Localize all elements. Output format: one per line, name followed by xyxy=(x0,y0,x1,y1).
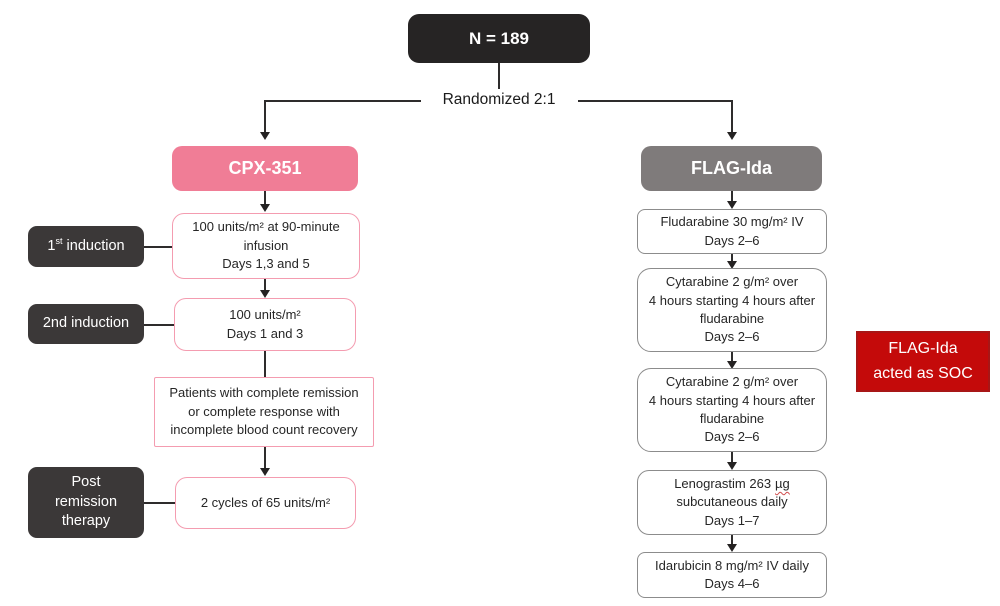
arrowhead-into-flag-box4 xyxy=(727,462,737,470)
fludarabine-line1: Fludarabine 30 mg/m² IV xyxy=(660,214,804,230)
cpx-post-remission-box: 2 cycles of 65 units/m² xyxy=(175,477,356,529)
cytarabine2-line1: Cytarabine 2 g/m² over xyxy=(665,374,799,390)
cpx-first-induction-box: 100 units/m² at 90-minute infusion Days … xyxy=(172,213,360,279)
cpx-box1-line1: 100 units/m² at 90-minute xyxy=(192,219,340,235)
soc-callout-line2: acted as SOC xyxy=(873,364,973,382)
cpx-box3-line3: incomplete blood count recovery xyxy=(170,422,358,438)
connector-first-induction-label xyxy=(144,246,172,248)
arrowhead-into-cpx-box2 xyxy=(260,290,270,298)
branch-drop-right xyxy=(731,100,733,133)
lenograstim-line2: subcutaneous daily xyxy=(676,494,788,510)
lenograstim-unit: µg xyxy=(775,475,790,491)
arrowhead-into-cpx-box1 xyxy=(260,204,270,212)
idarubicin-line2: Days 4–6 xyxy=(704,576,760,591)
connector-n-to-randomized xyxy=(498,63,500,89)
post-remission-line3: therapy xyxy=(61,513,111,530)
arrowhead-into-flag-box2 xyxy=(727,261,737,269)
idarubicin-line1: Idarubicin 8 mg/m² IV daily xyxy=(655,557,809,573)
cpx-box1-line3: Days 1,3 and 5 xyxy=(222,256,310,272)
idarubicin-box: Idarubicin 8 mg/m² IV daily Days 4–6 xyxy=(637,552,827,598)
cytarabine2-line4: Days 2–6 xyxy=(704,429,760,445)
cytarabine1-line4: Days 2–6 xyxy=(704,329,760,345)
cpx-box1-line2: infusion xyxy=(243,237,289,253)
first-induction-label-box: 1st induction xyxy=(28,226,144,267)
connector-cpx-box1-to-box2 xyxy=(264,279,266,291)
cpx-box2-line1: 100 units/m² xyxy=(229,307,301,323)
randomization-label: Randomized 2:1 xyxy=(442,91,556,108)
arrowhead-into-cpx-box4 xyxy=(260,468,270,476)
fludarabine-box: Fludarabine 30 mg/m² IV Days 2–6 xyxy=(637,209,827,254)
arrowhead-into-flag-box1 xyxy=(727,201,737,209)
cpx-box2-line2: Days 1 and 3 xyxy=(226,325,304,341)
fludarabine-line2: Days 2–6 xyxy=(704,232,760,248)
total-enrolled-label: N = 189 xyxy=(468,28,529,48)
cpx-remission-criteria-box: Patients with complete remission or comp… xyxy=(154,377,374,447)
post-remission-line2: remission xyxy=(54,493,118,510)
connector-flag-box4-to-box5 xyxy=(731,535,733,545)
branch-line-left xyxy=(265,100,421,102)
first-induction-ordinal-suffix: st xyxy=(55,235,63,246)
cpx-box4-line1: 2 cycles of 65 units/m² xyxy=(200,494,331,510)
flag-header-label: FLAG-Ida xyxy=(691,158,772,178)
connector-second-induction-label xyxy=(144,324,174,326)
connector-cpx-box2-to-box3 xyxy=(264,351,266,378)
connector-post-remission-label xyxy=(144,502,175,504)
cytarabine2-line2: 4 hours starting 4 hours after xyxy=(648,392,816,408)
arrowhead-into-flag-header xyxy=(727,132,737,140)
connector-flag-box2-to-box3 xyxy=(731,352,733,362)
cytarabine1-line3: fludarabine xyxy=(699,311,765,326)
connector-flag-box3-to-box4 xyxy=(731,452,733,463)
flag-header-box: FLAG-Ida xyxy=(641,146,822,191)
post-remission-line1: Post xyxy=(71,474,101,491)
arrowhead-into-flag-box3 xyxy=(727,361,737,369)
cpx-header-box: CPX-351 xyxy=(172,146,358,191)
cytarabine1-line2: 4 hours starting 4 hours after xyxy=(648,292,816,308)
first-induction-number: 1 xyxy=(47,237,56,254)
soc-callout-box: FLAG-Ida acted as SOC xyxy=(856,331,990,392)
cpx-header-label: CPX-351 xyxy=(228,158,302,178)
connector-cpx-box3-to-box4 xyxy=(264,447,266,469)
soc-callout-line1: FLAG-Ida xyxy=(888,339,958,357)
cytarabine1-line1: Cytarabine 2 g/m² over xyxy=(665,274,799,290)
cpx-second-induction-box: 100 units/m² Days 1 and 3 xyxy=(174,298,356,351)
cytarabine2-line3: fludarabine xyxy=(699,411,765,426)
first-induction-label: 1st induction xyxy=(47,235,125,257)
branch-drop-left xyxy=(264,100,266,133)
cytarabine-box-1: Cytarabine 2 g/m² over 4 hours starting … xyxy=(637,268,827,352)
total-enrolled-box: N = 189 xyxy=(408,14,590,63)
cytarabine-box-2: Cytarabine 2 g/m² over 4 hours starting … xyxy=(637,368,827,452)
arrowhead-into-flag-box5 xyxy=(727,544,737,552)
second-induction-label-box: 2nd induction xyxy=(28,304,144,344)
lenograstim-text: Lenograstim 263 xyxy=(674,475,772,491)
first-induction-text: induction xyxy=(62,237,125,254)
cpx-box3-line2: or complete response with xyxy=(188,403,340,419)
connector-cpx-header-to-box1 xyxy=(264,191,266,205)
connector-flag-box1-to-box2 xyxy=(731,254,733,262)
branch-line-right xyxy=(578,100,733,102)
post-remission-label-box: Post remission therapy xyxy=(28,467,144,538)
second-induction-label: 2nd induction xyxy=(42,315,130,332)
arrowhead-into-cpx-header xyxy=(260,132,270,140)
connector-flag-header-to-box1 xyxy=(731,191,733,202)
lenograstim-line3: Days 1–7 xyxy=(704,512,760,528)
cpx-box3-line1: Patients with complete remission xyxy=(169,385,359,401)
